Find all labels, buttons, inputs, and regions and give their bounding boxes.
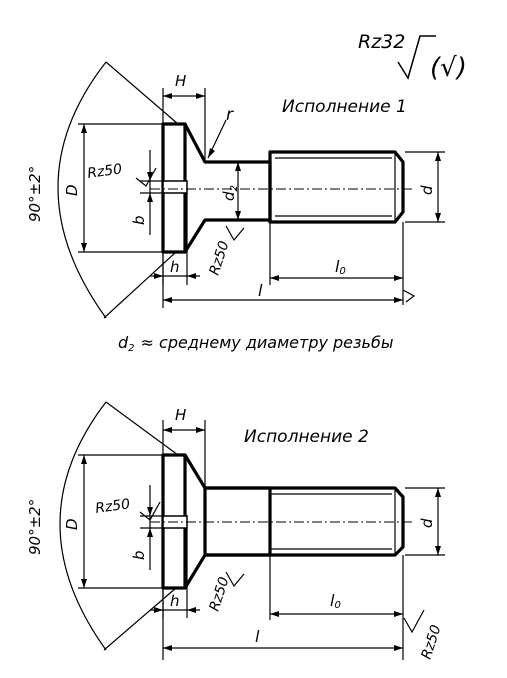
v2-H-label: H (175, 406, 186, 424)
v2-H-arrow-right (196, 427, 205, 433)
v2-b-label: b (130, 550, 148, 560)
v2-l-arrow-left (163, 645, 172, 651)
v1-thread-body (268, 150, 405, 224)
v1-d2-arrow-bottom (235, 211, 241, 220)
v1-d2-arrow-top (235, 162, 241, 171)
v2-thread-roughness-label: Rz50 (419, 623, 445, 661)
v1-h-arrow-right (187, 273, 196, 279)
v2-b-arrow-top (147, 507, 153, 516)
v2-h-arrow-left (154, 607, 163, 613)
v2-thread-roughness-icon (403, 609, 425, 634)
v1-r-label: r (226, 105, 234, 125)
v1-b-label: b (130, 215, 148, 225)
v2-cone-roughness-icon (225, 571, 245, 588)
v2-l-arrow-right (394, 645, 403, 651)
v1-l-arrow-right (394, 297, 403, 303)
v1-d-arrow-bottom (435, 213, 441, 222)
v2-h-label: h (170, 592, 180, 610)
v2-slot-roughness-label: Rz50 (94, 496, 131, 517)
v1-slot-roughness-label: Rz50 (86, 161, 123, 182)
v1-end-roughness-mark (402, 289, 416, 303)
v2-D-arrow-top (81, 455, 87, 464)
v2-l0-arrow-right (394, 611, 403, 617)
v1-cone-roughness-icon (225, 225, 245, 242)
general-roughness-symbol: Rz32 (√) (358, 31, 467, 83)
v1-D-label: D (63, 184, 81, 196)
v1-l0-arrow-right (394, 275, 403, 281)
v1-d2-label: d2 (220, 185, 240, 201)
v2-l0-label: l0 (330, 591, 341, 611)
v2-h-arrow-right (187, 607, 196, 613)
v1-slot-roughness-icon (135, 167, 157, 187)
v1-l-label: l (258, 281, 263, 300)
v2-d-arrow-bottom (435, 546, 441, 555)
v2-d-label: d (418, 518, 436, 528)
v1-H-arrow-left (163, 93, 172, 99)
roughness-general-label: Rz32 (358, 31, 405, 53)
v1-h-arrow-left (154, 273, 163, 279)
roughness-check-icon (397, 35, 436, 80)
v1-b-arrow-bottom (147, 193, 153, 202)
v1-d-arrow-top (435, 152, 441, 161)
v1-D-arrow-bottom (81, 243, 87, 252)
v1-slot (162, 180, 188, 194)
v1-b-arrow-top (147, 172, 153, 181)
v1-l-arrow-left (163, 297, 172, 303)
v1-angle-ext-bottom (103, 251, 177, 319)
v2-l0-arrow-left (270, 611, 279, 617)
v1-cone-roughness-label: Rz50 (207, 239, 233, 277)
v2-l-label: l (255, 627, 260, 646)
d2-note: d2≈ среднему диаметру резьбы (118, 333, 393, 354)
v1-H-arrow-right (196, 93, 205, 99)
v2-angle-label: 90°±2° (26, 499, 44, 555)
roughness-other-symbol: (√) (430, 53, 467, 83)
v1-angle-label: 90°±2° (26, 166, 44, 222)
v2-D-arrow-bottom (81, 579, 87, 588)
v1-l0-arrow-left (270, 275, 279, 281)
v1-d-label: d (418, 185, 436, 195)
v1-r-arrow (208, 148, 215, 158)
v2-D-label: D (63, 518, 81, 530)
v2-cone-roughness-label: Rz50 (207, 575, 233, 613)
v2-H-arrow-left (163, 427, 172, 433)
v2-b-arrow-bottom (147, 528, 153, 537)
v1-angle-ext-top (105, 61, 179, 125)
v1-angle-arc (57, 61, 107, 319)
v2-angle-ext-top (105, 401, 179, 456)
v2-angle-ext-bottom (103, 587, 177, 651)
v2-angle-arc (59, 401, 107, 651)
v1-H-label: H (175, 72, 186, 90)
v1-D-arrow-top (81, 124, 87, 133)
version-1-title: Исполнение 1 (282, 97, 407, 117)
v2-slot-roughness-icon (139, 501, 161, 521)
version-2-title: Исполнение 2 (244, 427, 369, 447)
version-1-view: Исполнение 1 90°±2° H D (26, 61, 445, 319)
v1-l0-label: l0 (335, 257, 346, 277)
v2-d-arrow-top (435, 488, 441, 497)
version-2-view: Исполнение 2 90°±2° H D (26, 401, 445, 661)
v1-h-label: h (170, 258, 180, 276)
